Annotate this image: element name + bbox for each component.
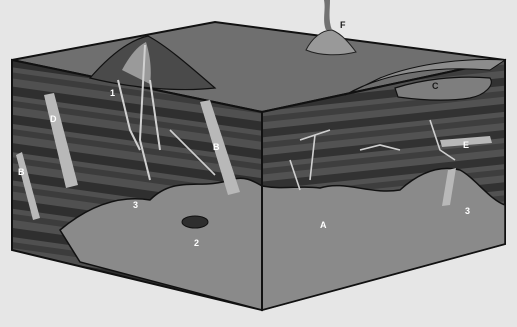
label-b-left: B — [18, 167, 25, 177]
magma-pocket-2 — [182, 216, 208, 228]
label-1: 1 — [110, 88, 115, 98]
label-3-right: 3 — [465, 206, 470, 216]
label-2: 2 — [194, 238, 199, 248]
label-a: A — [320, 220, 327, 230]
label-3-left: 3 — [133, 200, 138, 210]
label-f: F — [340, 20, 346, 30]
label-e: E — [463, 140, 469, 150]
label-d: D — [50, 114, 57, 124]
label-b-center: B — [213, 142, 220, 152]
label-c: C — [432, 81, 439, 91]
cinder-cone-f — [306, 30, 356, 55]
eruption-plume — [324, 0, 332, 30]
